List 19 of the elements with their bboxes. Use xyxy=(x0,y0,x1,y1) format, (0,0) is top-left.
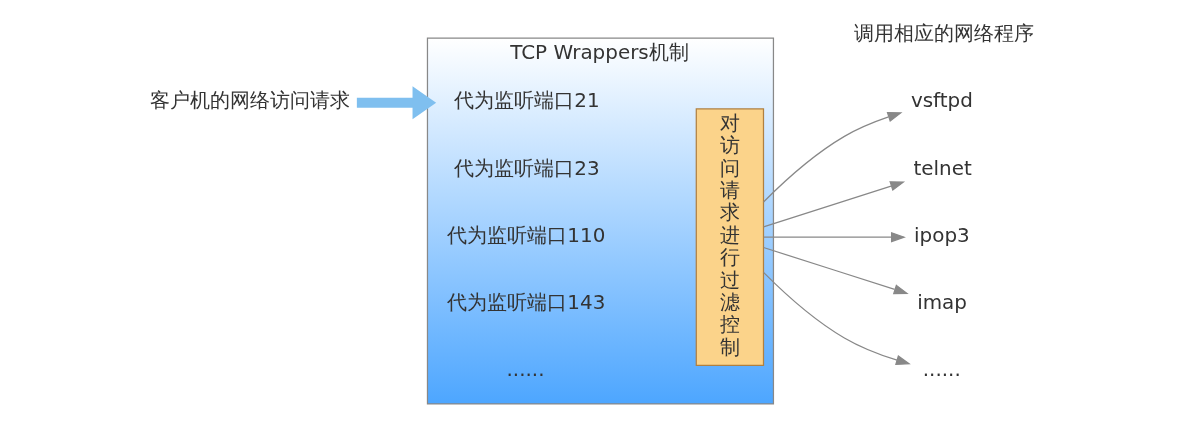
node-text: telnet xyxy=(912,156,972,180)
arrow xyxy=(762,246,909,295)
node-text: 代为监听端口110 xyxy=(446,223,605,247)
node-text: 客户机的网络访问请求 xyxy=(149,89,350,113)
node-text: vsftpd xyxy=(910,89,973,113)
label: 调用相应的网络程序 xyxy=(853,22,1034,46)
node-box: 对访问请求进行过滤控制 xyxy=(695,108,764,366)
node-text: 代为监听端口21 xyxy=(453,89,600,113)
node-text: ...... xyxy=(505,358,544,382)
node-text: 代为监听端口143 xyxy=(446,291,605,315)
arrow xyxy=(762,231,906,243)
node-text: imap xyxy=(916,291,967,315)
node-text: ...... xyxy=(922,358,961,382)
node-text: 代为监听端口23 xyxy=(453,156,600,180)
arrow xyxy=(762,181,905,228)
node-text: ipop3 xyxy=(913,223,970,247)
arrow xyxy=(762,271,911,366)
arrow xyxy=(356,86,436,120)
arrow xyxy=(762,111,902,203)
